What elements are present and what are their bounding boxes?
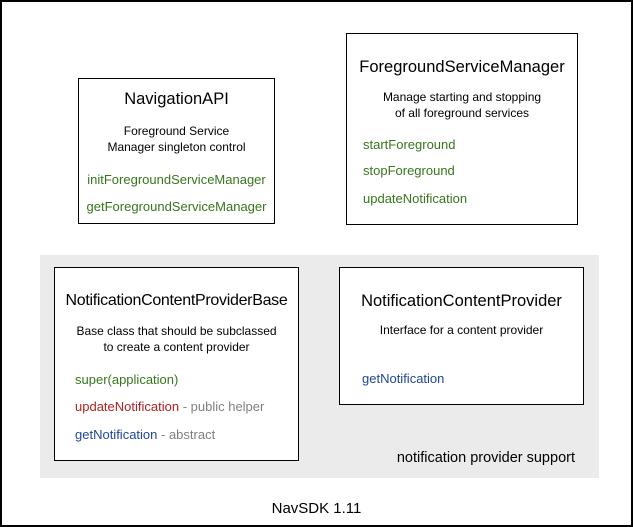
method-getNotification: getNotification - abstract xyxy=(75,426,298,444)
method-label: updateNotification xyxy=(75,399,180,414)
panel-label: notification provider support xyxy=(396,450,575,466)
foreground-service-manager-description: Manage starting and stopping of all fore… xyxy=(347,89,577,121)
description-line: Base class that should be subclassed xyxy=(76,324,277,338)
notification-content-provider-base-methods: super(application) updateNotification - … xyxy=(55,371,298,444)
notification-content-provider-base-box: NotificationContentProviderBase Base cla… xyxy=(54,267,299,461)
notification-content-provider-description: Interface for a content provider xyxy=(340,322,583,338)
description-line: Interface for a content provider xyxy=(379,323,544,337)
navigation-api-title: NavigationAPI xyxy=(124,90,229,108)
method-startForeground: startForeground xyxy=(363,137,456,152)
description-line: to create a content provider xyxy=(103,340,250,354)
method-getForegroundServiceManager: getForegroundServiceManager xyxy=(86,199,267,214)
navigation-api-description: Foreground Service Manager singleton con… xyxy=(79,123,274,155)
method-getNotification: getNotification xyxy=(362,371,445,386)
diagram-caption: NavSDK 1.11 xyxy=(271,500,362,517)
notification-content-provider-base-description: Base class that should be subclassed to … xyxy=(55,323,298,355)
method-updateNotification: updateNotification xyxy=(363,191,468,206)
method-super-application: super(application) xyxy=(75,371,298,389)
foreground-service-manager-methods: startForeground stopForeground updateNot… xyxy=(347,136,577,208)
method-stopForeground: stopForeground xyxy=(363,163,455,178)
navigation-api-methods: initForegroundServiceManager getForegrou… xyxy=(79,171,274,216)
notification-content-provider-box: NotificationContentProvider Interface fo… xyxy=(339,267,584,405)
foreground-service-manager-box: ForegroundServiceManager Manage starting… xyxy=(346,33,578,225)
method-initForegroundServiceManager: initForegroundServiceManager xyxy=(87,172,266,187)
method-updateNotification: updateNotification - public helper xyxy=(75,398,298,416)
foreground-service-manager-title: ForegroundServiceManager xyxy=(359,58,565,76)
method-label: getNotification xyxy=(75,427,158,442)
method-label: super(application) xyxy=(75,372,179,387)
description-line: Manager singleton control xyxy=(107,140,246,154)
description-line: Manage starting and stopping xyxy=(382,90,542,104)
notification-content-provider-title: NotificationContentProvider xyxy=(361,292,562,310)
notification-content-provider-methods: getNotification xyxy=(340,370,583,388)
notification-content-provider-base-title: NotificationContentProviderBase xyxy=(65,292,288,309)
method-suffix: - abstract xyxy=(157,427,216,442)
description-line: Foreground Service xyxy=(123,124,230,138)
navigation-api-box: NavigationAPI Foreground Service Manager… xyxy=(78,78,275,224)
method-suffix: - public helper xyxy=(179,399,265,414)
description-line: of all foreground services xyxy=(394,106,530,120)
